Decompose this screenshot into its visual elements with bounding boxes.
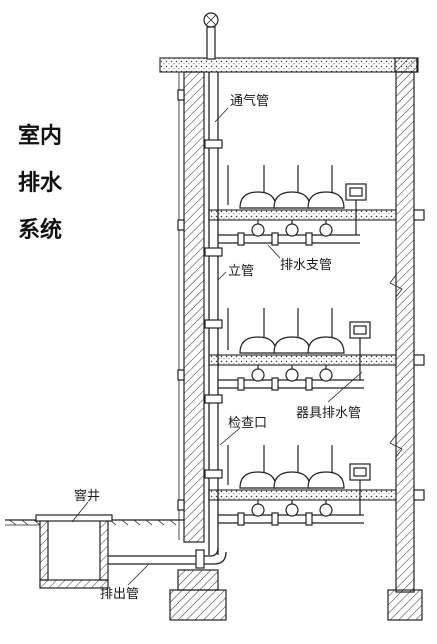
floor-slab-1: [208, 209, 425, 221]
floor-slab-2: [208, 354, 425, 366]
fixture-group-floor-2: [218, 308, 371, 391]
label-manhole: 窨井: [74, 488, 100, 504]
foundation: [169, 569, 423, 621]
vent-cap-icon: [203, 12, 219, 60]
fixture-group-floor-1: [218, 165, 367, 246]
leader-lines: [71, 107, 363, 586]
left-wall: [177, 71, 210, 543]
manhole: [35, 514, 113, 589]
label-outlet: 排出管: [100, 587, 139, 602]
floor-slab-3: [208, 489, 425, 501]
label-stack: 立管: [228, 264, 254, 279]
label-vent-pipe: 通气管: [230, 93, 269, 109]
label-branch: 排水支管: [280, 258, 332, 273]
roof-slab: [159, 57, 419, 73]
label-fixture-drain: 器具排水管: [296, 406, 361, 421]
stack-pipe: [204, 72, 223, 555]
title-line-3: 系统: [18, 217, 62, 243]
right-wall: [389, 71, 415, 593]
label-cleanout: 检查口: [228, 416, 267, 431]
title-line-1: 室内: [18, 123, 62, 149]
ground-line: [5, 519, 184, 526]
title-line-2: 排水: [18, 171, 63, 196]
outlet-pipe: [108, 547, 227, 569]
fixture-group-floor-3: [218, 445, 371, 526]
